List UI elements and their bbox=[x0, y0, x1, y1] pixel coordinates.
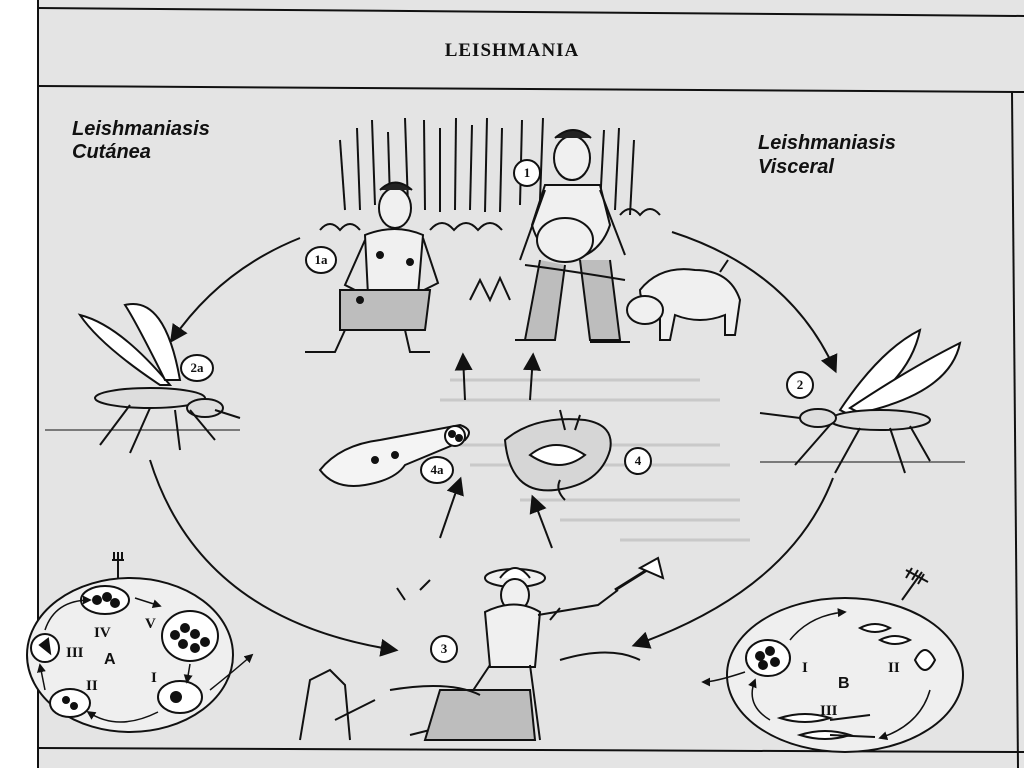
cycle-b-stage-ii: II bbox=[888, 660, 900, 676]
skin-lesion-hand-figure bbox=[318, 423, 470, 487]
visceral-sandfly-figure bbox=[759, 328, 965, 474]
cycle-a-stage-iii: III bbox=[66, 645, 84, 661]
step-label-2: 2 bbox=[796, 377, 804, 392]
cycle-b-arrows bbox=[701, 608, 931, 741]
step-label-2a: 2a bbox=[190, 360, 204, 375]
arrow-cutaneous-to-human bbox=[149, 459, 399, 657]
header-divider-line bbox=[37, 85, 1024, 93]
arrow-4a-to-1a bbox=[454, 352, 473, 401]
visceral-organ-figure bbox=[503, 409, 612, 501]
step-label-4a: 4a bbox=[430, 462, 444, 477]
cycle-b-cell bbox=[726, 567, 964, 753]
top-border-line bbox=[37, 7, 1024, 17]
cycle-a-label: A bbox=[104, 651, 116, 668]
forest-floor-figure bbox=[299, 579, 641, 741]
cycle-a-cell bbox=[26, 552, 234, 733]
cycle-arrows bbox=[149, 231, 838, 657]
label-cutaneous-line2: Cutánea bbox=[72, 141, 151, 163]
step-label-3: 3 bbox=[440, 641, 448, 656]
arrow-human-to-4 bbox=[529, 494, 553, 549]
label-visceral-line2: Visceral bbox=[758, 156, 834, 178]
woodcutter-figure bbox=[409, 556, 665, 741]
cycle-a-arrows bbox=[36, 595, 254, 723]
cycle-a-stage-i: I bbox=[151, 670, 157, 686]
arrow-4-to-1 bbox=[523, 352, 541, 401]
cycle-b-label: B bbox=[838, 675, 850, 692]
patient-1a-figure bbox=[305, 181, 440, 353]
label-visceral-line1: Leishmaniasis bbox=[758, 132, 896, 154]
right-frame-line bbox=[1011, 91, 1019, 768]
step-number-circles bbox=[180, 159, 814, 663]
step-label-1: 1 bbox=[523, 165, 531, 180]
cycle-a-stage-iv: IV bbox=[94, 625, 111, 641]
cycle-a-stage-v: V bbox=[145, 616, 156, 632]
cycle-a-stage-ii: II bbox=[86, 678, 98, 694]
arrow-to-visceral-vector bbox=[671, 231, 838, 374]
arrow-visceral-to-human bbox=[631, 477, 834, 649]
arrow-human-to-4a bbox=[439, 476, 464, 539]
step-label-4: 4 bbox=[634, 453, 642, 468]
patient-1-figure bbox=[515, 129, 630, 343]
cycle-b-stage-i: I bbox=[802, 660, 808, 676]
page-title: LEISHMANIA bbox=[444, 40, 580, 61]
cutaneous-sandfly-figure bbox=[45, 302, 241, 454]
arrow-to-cutaneous-vector bbox=[169, 237, 301, 343]
label-cutaneous-line1: Leishmaniasis bbox=[72, 118, 210, 140]
dog-reservoir-figure bbox=[524, 259, 742, 341]
cycle-b-stage-iii: III bbox=[820, 703, 838, 719]
step-label-1a: 1a bbox=[314, 252, 328, 267]
